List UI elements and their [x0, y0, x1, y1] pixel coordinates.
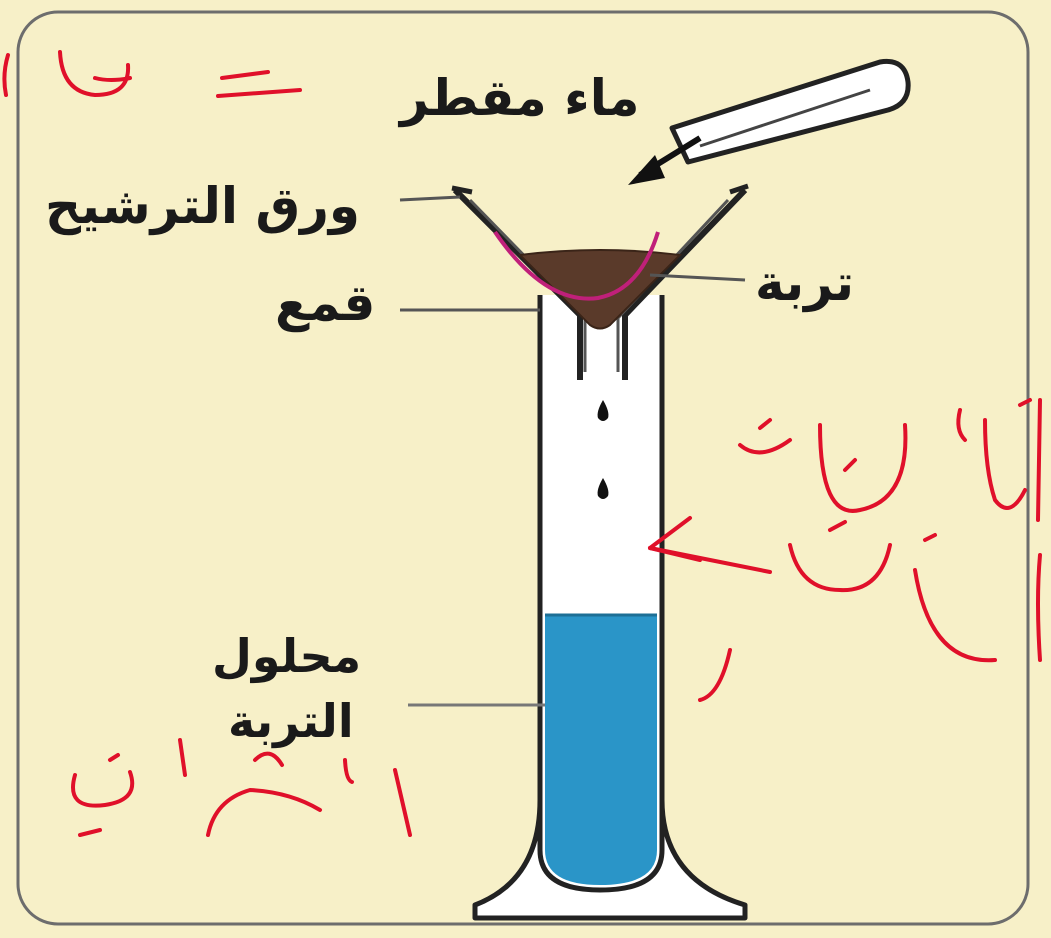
- water-drop-1: [597, 400, 609, 421]
- label-soil-solution-line1: محلول: [212, 629, 362, 683]
- leader-filter-paper: [399, 195, 461, 202]
- dropper-icon: [628, 58, 911, 185]
- filter-paper-outline: [493, 230, 660, 301]
- frame-border: [16, 10, 1030, 926]
- water-drop-2: [597, 478, 609, 499]
- label-soil: تربة: [755, 254, 854, 312]
- label-soil-solution-line2: التربة: [228, 694, 354, 748]
- label-funnel: قمع: [275, 274, 376, 332]
- label-filter-paper: ورق الترشيح: [45, 177, 361, 235]
- soil-solution-liquid: [545, 615, 657, 885]
- leader-soil: [649, 273, 746, 282]
- handwritten-annotations: [2, 50, 1042, 837]
- label-distilled-water: ماء مقطر: [400, 69, 640, 127]
